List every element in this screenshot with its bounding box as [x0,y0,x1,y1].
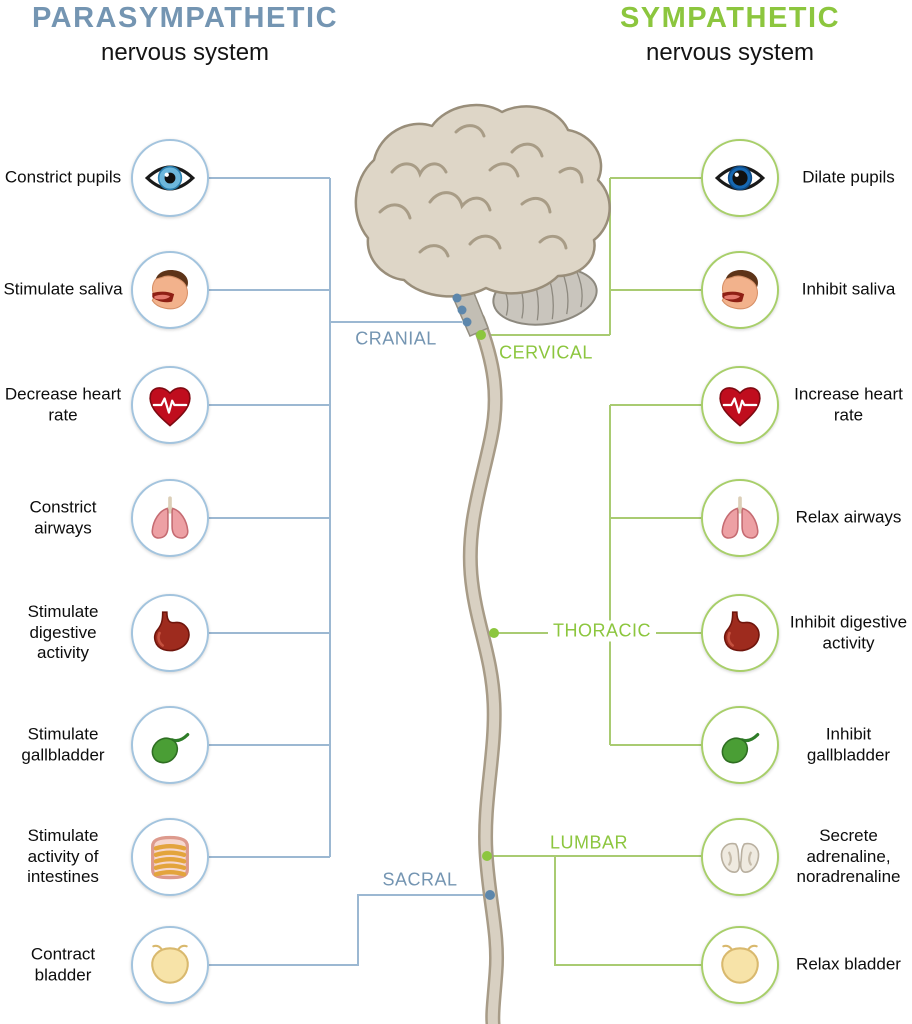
label-dilate-pupils: Dilate pupils [802,167,895,187]
lungs-circle-parasympathetic [131,479,209,557]
parasympathetic-subtitle: nervous system [100,39,270,66]
label-constrict-pupils: Constrict pupils [4,167,122,187]
spine-label-cranial: CRANIAL [355,328,437,349]
label-increase-heart-rate: Increase heart rate [794,384,903,424]
brain [354,103,611,298]
gallbladder-circle-parasympathetic [131,706,209,784]
saliva-circle-parasympathetic [131,251,209,329]
label-relax-bladder: Relax bladder [796,954,901,974]
label-stimulate-saliva: Stimulate saliva [3,279,123,299]
spine-label-thoracic: THORACIC [548,620,656,642]
label-stimulate-digestive: Stimulate digestive activity [27,601,99,663]
pupils-circle-parasympathetic [131,139,209,217]
intestines-circle-parasympathetic [131,818,209,896]
lungs-icon [151,496,189,539]
stomach-icon [723,611,760,652]
heart-circle-parasympathetic [131,366,209,444]
label-stimulate-intestines: Stimulate activity of intestines [27,825,99,887]
sympathetic-title-block: SYMPATHETIC nervous system [550,2,910,67]
eye-icon [144,165,196,191]
gallbladder-icon [151,733,190,764]
stomach-icon [153,611,190,652]
spine-label-lumbar: LUMBAR [549,832,629,853]
sympathetic-title: SYMPATHETIC [619,2,841,34]
heart-circle-sympathetic [701,366,779,444]
eye-icon [714,165,766,191]
parasympathetic-connectors [208,177,490,966]
label-constrict-airways: Constrict airways [29,497,97,537]
pupils-circle-sympathetic [701,139,779,217]
label-relax-airways: Relax airways [795,507,902,527]
adrenal-circle-sympathetic [701,818,779,896]
sympathetic-subtitle: nervous system [645,39,815,66]
parasympathetic-title-block: PARASYMPATHETIC nervous system [5,2,365,67]
bladder-circle-sympathetic [701,926,779,1004]
label-stimulate-gallbladder: Stimulate gallbladder [21,724,105,764]
thoracic-dot [489,628,499,638]
parasympathetic-title: PARASYMPATHETIC [31,2,339,34]
label-contract-bladder: Contract bladder [30,944,96,984]
stomach-circle-parasympathetic [131,594,209,672]
heart-icon [719,387,761,427]
label-inhibit-gallbladder: Inhibit gallbladder [806,724,891,764]
sacral-dot [485,890,495,900]
lumbar-dot [482,851,492,861]
spine-label-sacral: SACRAL [382,869,458,890]
lungs-icon [721,496,759,539]
heart-icon [149,387,191,427]
salivary-mouth-icon [721,270,758,310]
label-inhibit-saliva: Inhibit saliva [801,279,896,299]
gallbladder-icon [721,733,760,764]
bladder-circle-parasympathetic [131,926,209,1004]
label-inhibit-digestive: Inhibit digestive activity [789,612,908,652]
adrenal-glands-icon [720,842,760,873]
cranial-nerve-dots [452,293,472,327]
salivary-mouth-icon [151,270,188,310]
bladder-icon [151,944,189,984]
spine-label-cervical: CERVICAL [499,342,593,363]
bladder-icon [721,944,759,984]
label-secrete-adrenaline: Secrete adrenaline, noradrenaline [796,825,901,887]
cervical-dot [476,330,486,340]
stomach-circle-sympathetic [701,594,779,672]
label-decrease-heart-rate: Decrease heart rate [4,384,122,424]
saliva-circle-sympathetic [701,251,779,329]
intestines-icon [151,835,189,880]
gallbladder-circle-sympathetic [701,706,779,784]
lungs-circle-sympathetic [701,479,779,557]
